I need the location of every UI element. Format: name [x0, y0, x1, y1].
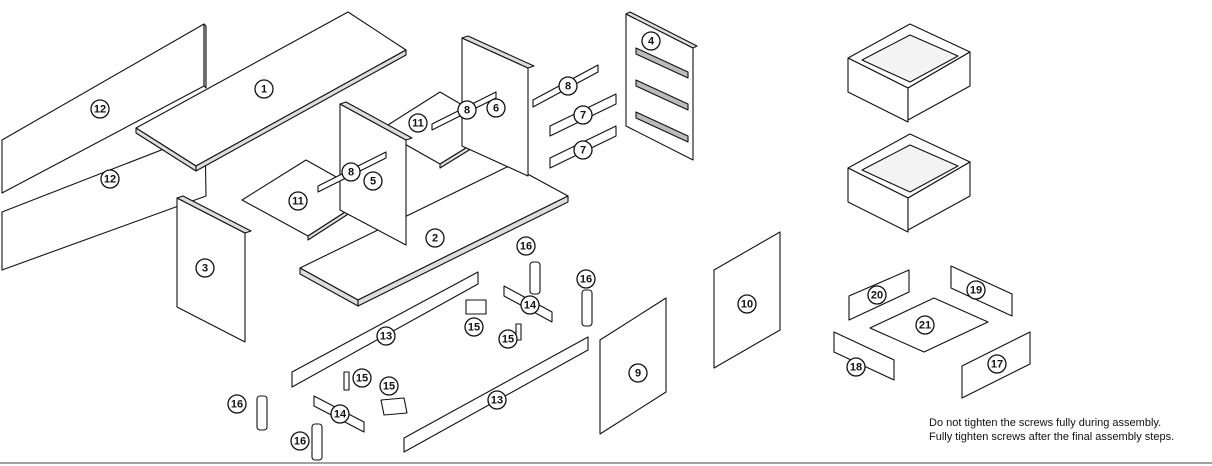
part-10-callout: 10 — [737, 294, 757, 314]
part-callouts: 1234567788891011111212131314141515151516… — [90, 31, 1007, 451]
part-13-callout: 13 — [487, 390, 507, 410]
part-21-number: 21 — [919, 320, 931, 332]
part-4-number: 4 — [648, 36, 655, 48]
part-8-callout: 8 — [341, 162, 361, 182]
part-15-number: 15 — [502, 334, 514, 346]
panel-4-back — [625, 11, 698, 161]
part-8-callout: 8 — [558, 76, 578, 96]
part-2-number: 2 — [432, 233, 438, 245]
assembly-note-line-1: Do not tighten the screws fully during a… — [929, 417, 1162, 429]
part-16-callout: 16 — [576, 269, 596, 289]
part-15-number: 15 — [383, 381, 395, 393]
leg-16-d — [311, 423, 323, 461]
assembly-note-line-2: Fully tighten screws after the final ass… — [929, 431, 1175, 443]
part-12-callout: 12 — [100, 169, 120, 189]
leg-16-c — [256, 395, 268, 431]
part-6-callout: 6 — [486, 98, 506, 118]
bracket-15-small-a — [515, 323, 522, 341]
part-11-number: 11 — [412, 118, 424, 130]
part-16-callout: 16 — [227, 394, 247, 414]
part-15-callout: 15 — [352, 368, 372, 388]
leg-16-a — [529, 261, 541, 295]
part-4-callout: 4 — [641, 31, 661, 51]
part-6-number: 6 — [493, 103, 499, 115]
part-18-number: 18 — [850, 362, 862, 374]
bracket-15-plate — [465, 299, 487, 315]
drawer-assembled-bottom — [847, 133, 971, 233]
part-14-number: 14 — [334, 409, 347, 421]
part-12-number: 12 — [104, 174, 116, 186]
part-17-callout: 17 — [987, 354, 1007, 374]
part-11-callout: 11 — [288, 191, 308, 211]
bracket-15-corner — [380, 397, 408, 416]
part-7-number: 7 — [580, 145, 586, 157]
part-8-callout: 8 — [457, 100, 477, 120]
panel-12-bottom — [1, 132, 207, 271]
part-21-callout: 21 — [915, 315, 935, 335]
part-16-number: 16 — [231, 399, 243, 411]
part-7-number: 7 — [580, 110, 586, 122]
part-1-number: 1 — [261, 84, 267, 96]
part-12-number: 12 — [94, 104, 106, 116]
part-16-callout: 16 — [290, 431, 310, 451]
part-11-number: 11 — [292, 196, 304, 208]
part-15-callout: 15 — [498, 329, 518, 349]
part-8-number: 8 — [565, 81, 571, 93]
part-14-callout: 14 — [330, 404, 350, 424]
part-8-number: 8 — [348, 167, 354, 179]
part-12-callout: 12 — [90, 99, 110, 119]
part-13-number: 13 — [380, 331, 392, 343]
part-2-callout: 2 — [425, 228, 445, 248]
part-13-number: 13 — [491, 395, 503, 407]
part-16-number: 16 — [294, 436, 306, 448]
part-15-callout: 15 — [379, 376, 399, 396]
part-15-callout: 15 — [464, 317, 484, 337]
part-9-callout: 9 — [628, 363, 648, 383]
part-15-number: 15 — [356, 373, 368, 385]
part-16-number: 16 — [580, 274, 592, 286]
part-14-callout: 14 — [520, 295, 540, 315]
part-7-callout: 7 — [573, 140, 593, 160]
part-20-number: 20 — [871, 290, 883, 302]
part-18-callout: 18 — [846, 357, 866, 377]
part-5-number: 5 — [370, 176, 376, 188]
part-15-number: 15 — [468, 322, 480, 334]
part-11-callout: 11 — [408, 113, 428, 133]
drawer-side-18 — [833, 331, 895, 381]
part-19-callout: 19 — [966, 280, 986, 300]
part-7-callout: 7 — [573, 105, 593, 125]
part-5-callout: 5 — [363, 171, 383, 191]
leg-16-b — [581, 289, 593, 327]
part-14-number: 14 — [524, 300, 537, 312]
part-16-callout: 16 — [516, 236, 536, 256]
part-13-callout: 13 — [376, 326, 396, 346]
part-20-callout: 20 — [867, 285, 887, 305]
part-17-number: 17 — [991, 359, 1003, 371]
part-10-number: 10 — [741, 299, 753, 311]
bracket-15-small-b — [343, 371, 350, 391]
part-8-number: 8 — [464, 105, 470, 117]
part-19-number: 19 — [970, 285, 982, 297]
drawer-assembled-top — [847, 23, 971, 123]
part-3-callout: 3 — [195, 258, 215, 278]
part-9-number: 9 — [635, 368, 641, 380]
part-16-number: 16 — [520, 241, 532, 253]
part-1-callout: 1 — [254, 79, 274, 99]
part-3-number: 3 — [202, 263, 208, 275]
